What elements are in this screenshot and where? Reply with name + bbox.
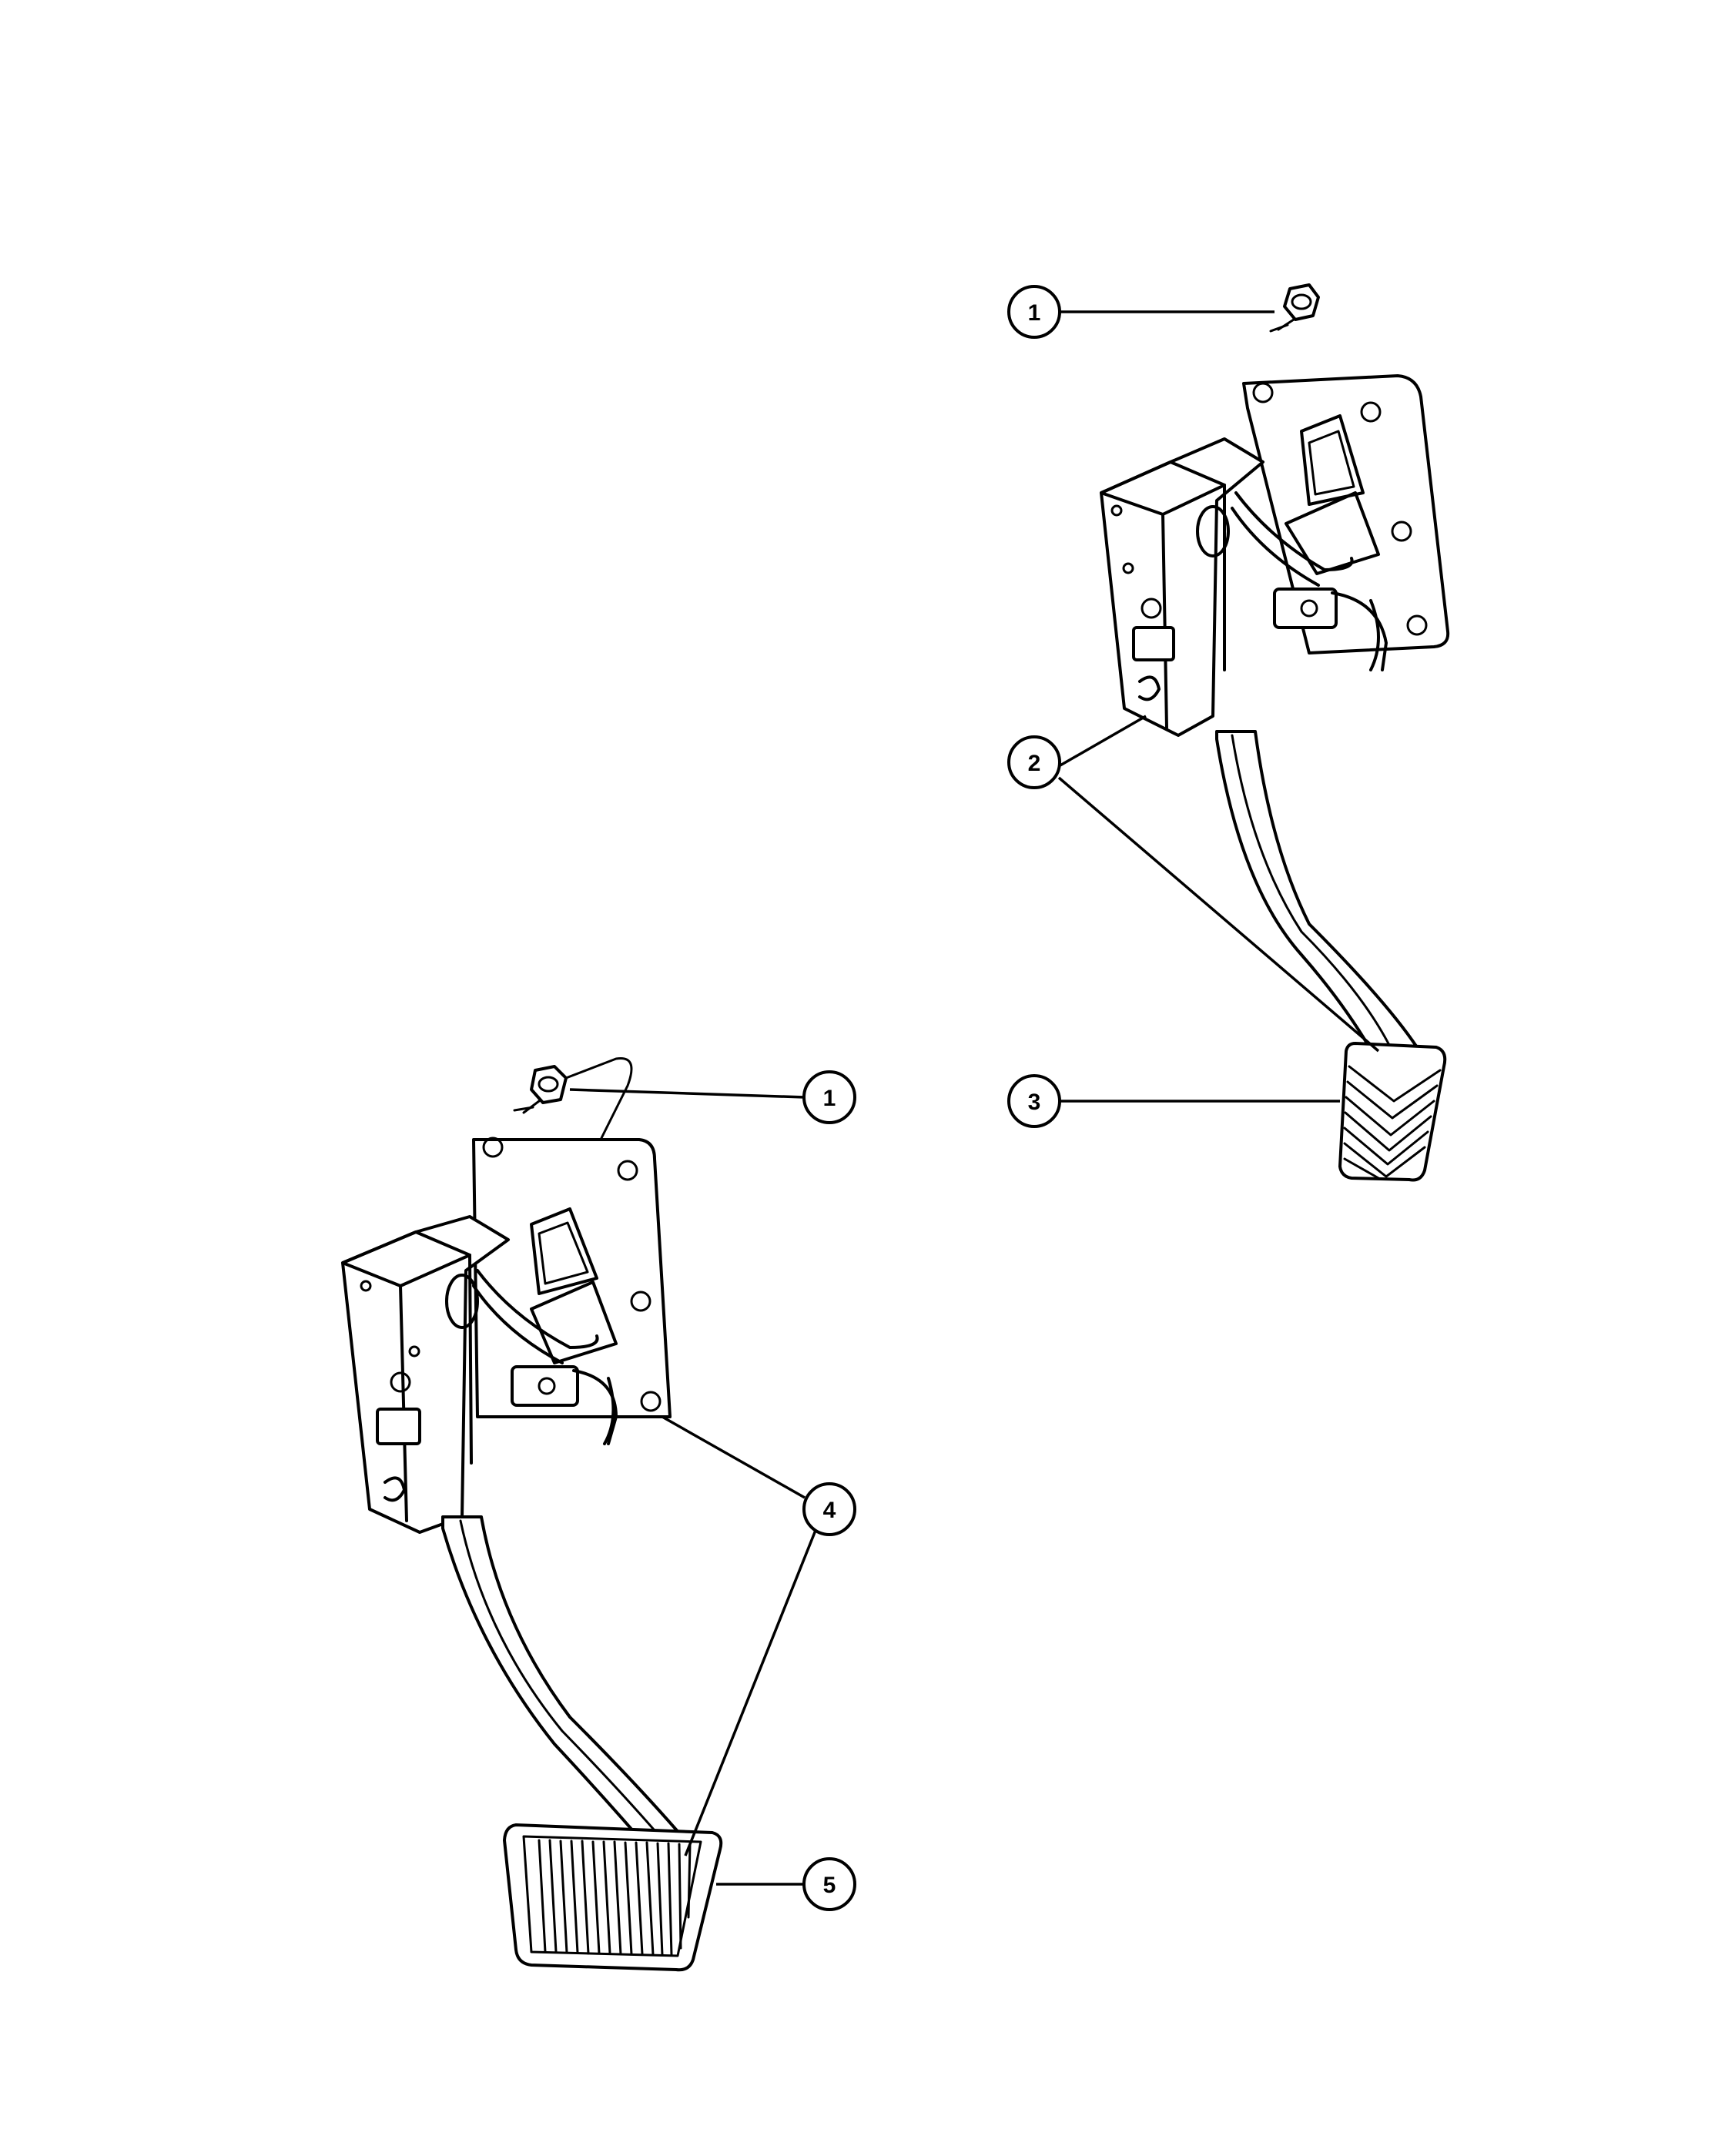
callout-number: 5: [823, 1873, 836, 1898]
callout-3: 3: [1007, 1074, 1061, 1128]
callout-4: 4: [802, 1482, 856, 1536]
callout-2: 2: [1007, 735, 1061, 789]
callout-5: 5: [802, 1857, 856, 1911]
callout-number: 4: [823, 1498, 836, 1523]
callout-number: 3: [1028, 1090, 1041, 1115]
callout-number: 2: [1028, 751, 1041, 776]
callout-number: 1: [1028, 300, 1041, 326]
clutch-pedal-assembly: [1100, 283, 1450, 1182]
callout-1-bottom: 1: [802, 1070, 856, 1124]
hex-nut-icon: [513, 1056, 633, 1157]
callout-1-top: 1: [1007, 285, 1061, 339]
brake-pedal-assembly: [341, 1056, 723, 1972]
brake-pad-grooves: [538, 1839, 692, 1957]
hex-nut-icon: [1269, 283, 1320, 333]
leader-lines: [569, 310, 1380, 1886]
callout-number: 1: [823, 1086, 836, 1111]
